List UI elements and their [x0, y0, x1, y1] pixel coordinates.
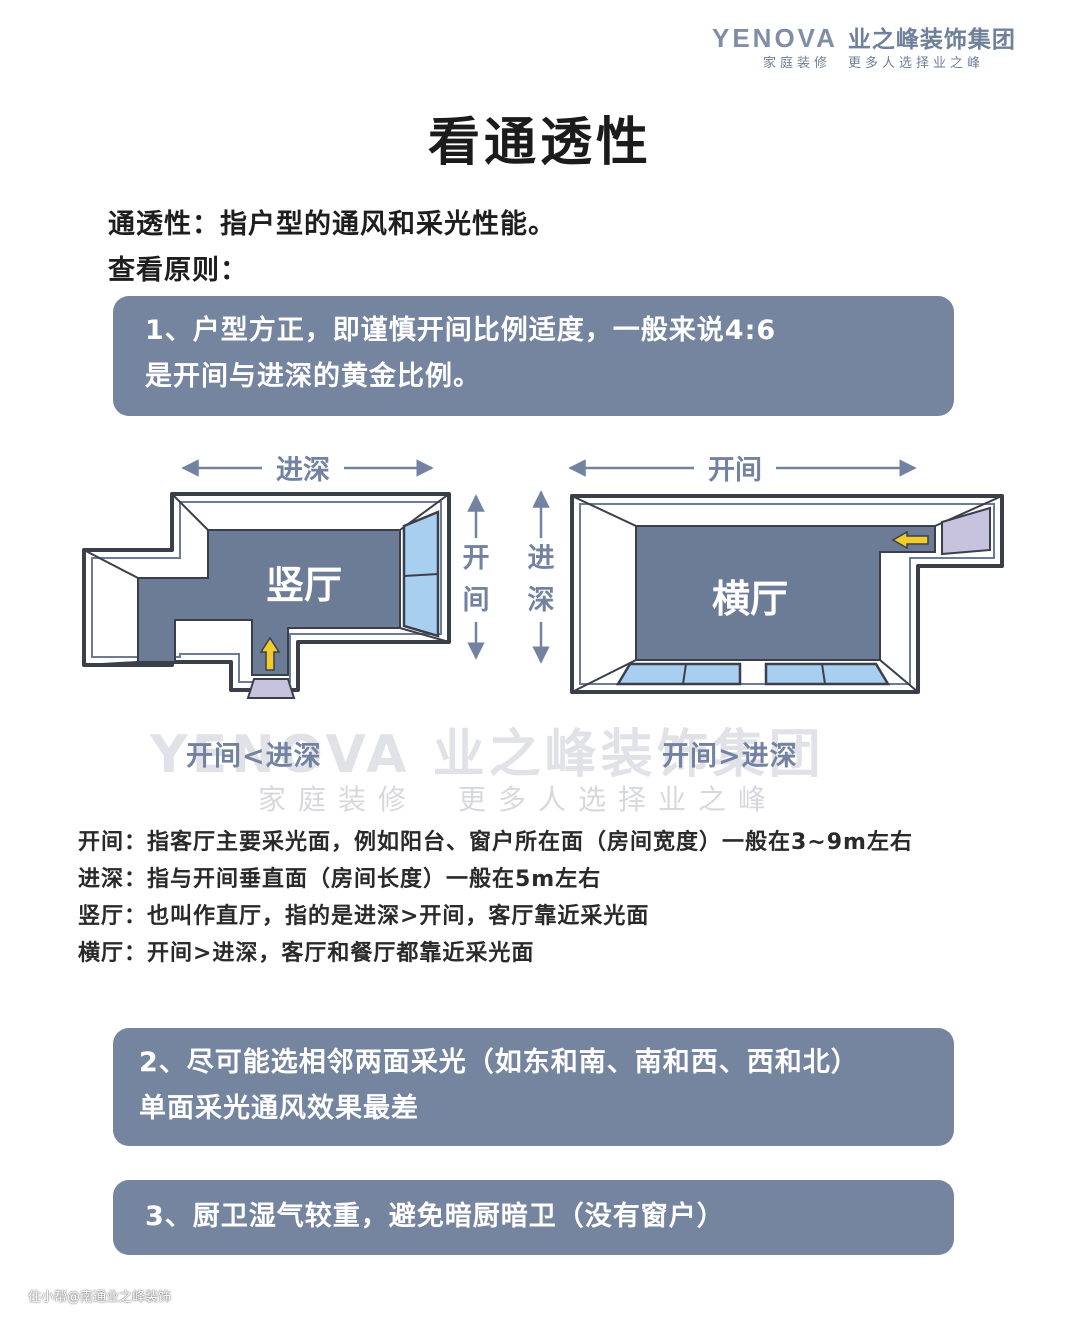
vertical-hall-plan [82, 492, 451, 699]
right-door-icon [941, 506, 991, 556]
layout-diagram [82, 459, 1004, 699]
center-watermark: YENOVA 业之峰装饰集团 [150, 725, 825, 785]
horizontal-hall-plan [570, 494, 1004, 694]
right-caption: 开间>进深 [662, 741, 798, 772]
definition-horizontal-hall: 横厅：开间>进深，客厅和餐厅都靠近采光面 [78, 941, 535, 966]
principle-2-line-2: 单面采光通风效果最差 [139, 1093, 419, 1124]
principle-box-1: 1、户型方正，即谨慎开间比例适度，一般来说4:6 是开间与进深的黄金比例。 [113, 296, 954, 416]
left-width-label: 开间 [460, 538, 492, 622]
right-depth-label: 进深 [525, 538, 557, 622]
principle-1-line-2: 是开间与进深的黄金比例。 [145, 361, 481, 392]
vertical-hall-label: 竖厅 [266, 563, 343, 607]
left-depth-label: 进深 [262, 448, 344, 487]
principles-heading: 查看原则： [108, 255, 248, 286]
principle-2-line-1: 2、尽可能选相邻两面采光（如东和南、南和西、西和北） [139, 1047, 859, 1078]
principle-3-line-1: 3、厨卫湿气较重，避免暗厨暗卫（没有窗户） [145, 1201, 725, 1232]
definition-depth: 进深：指与开间垂直面（房间长度）一般在5m左右 [78, 867, 602, 892]
principle-box-2: 2、尽可能选相邻两面采光（如东和南、南和西、西和北） 单面采光通风效果最差 [113, 1028, 954, 1146]
brand-slogan: 家庭装修 更多人选择业之峰 [763, 56, 985, 71]
brand-latin-name: YENOVA [712, 23, 838, 53]
left-door-icon [246, 678, 296, 699]
principle-1-line-1: 1、户型方正，即谨慎开间比例适度，一般来说4:6 [145, 315, 777, 346]
page-title: 看通透性 [427, 113, 652, 173]
right-width-label: 开间 [694, 448, 776, 487]
left-entry-arrow-icon [259, 636, 281, 671]
horizontal-hall-label: 横厅 [712, 577, 789, 621]
right-entry-arrow-icon [891, 530, 929, 550]
source-credit: 住小帮@南通业之峰装饰 [28, 1290, 172, 1305]
left-caption: 开间<进深 [186, 741, 322, 772]
right-window-2-icon [764, 662, 891, 686]
definition-text: 通透性：指户型的通风和采光性能。 [108, 209, 556, 240]
definition-opening: 开间：指客厅主要采光面，例如阳台、窗户所在面（房间宽度）一般在3~9m左右 [78, 830, 913, 855]
brand-chinese-name: 业之峰装饰集团 [847, 27, 1016, 53]
center-watermark-slogan: 家庭装修 更多人选择业之峰 [258, 783, 779, 816]
brand-logo: YENOVA 业之峰装饰集团 [712, 20, 1057, 54]
right-window-1-icon [615, 662, 742, 686]
principle-box-3: 3、厨卫湿气较重，避免暗厨暗卫（没有窗户） [113, 1180, 954, 1255]
definition-vertical-hall: 竖厅：也叫作直厅，指的是进深>开间，客厅靠近采光面 [78, 904, 650, 929]
